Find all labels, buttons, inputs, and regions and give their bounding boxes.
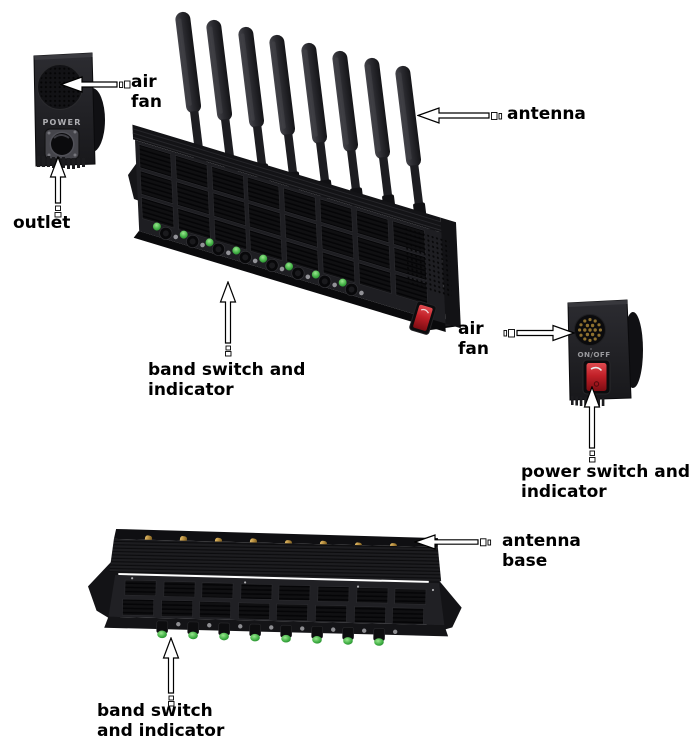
band-switch-knob <box>249 623 262 642</box>
bottom-edge <box>133 231 446 333</box>
panel-screw <box>590 348 592 350</box>
main-power-switch <box>409 300 437 335</box>
band-switch-knob <box>373 628 386 646</box>
label-line: indicator <box>148 380 234 400</box>
vent-grid-bottom <box>122 579 427 625</box>
right-unit-top-rim <box>568 300 628 307</box>
band-switch-knob <box>280 624 293 643</box>
band-switch-knob <box>218 622 231 641</box>
label-power-switch: power switch and indicator <box>521 462 690 502</box>
band-switch-cluster <box>205 238 231 256</box>
main-jammer-photo <box>128 11 461 335</box>
left-unit-top-rim <box>34 53 93 60</box>
air-fan-grille-right <box>574 314 606 346</box>
power-rocker-switch <box>582 359 611 395</box>
heatsink-band <box>109 538 442 582</box>
label-line: air <box>458 319 484 339</box>
box-glyphs <box>480 538 492 547</box>
band-switch-cluster <box>179 230 205 249</box>
arrow-to-power-switch <box>583 386 601 463</box>
band-switch-cluster <box>338 278 364 297</box>
main-body-faces <box>132 124 461 329</box>
label-outlet: outlet <box>13 213 70 233</box>
label-antenna: antenna <box>507 104 586 124</box>
label-band-switch-mid: band switch and indicator <box>148 360 305 400</box>
label-line: band switch and <box>148 360 306 380</box>
label-line: indicator <box>521 482 607 502</box>
box-glyphs <box>54 205 62 218</box>
band-switch-cluster <box>311 270 337 288</box>
band-switch-knob <box>156 620 169 639</box>
indicator-dots-row <box>176 621 398 635</box>
band-switch-knobs-row <box>156 620 386 646</box>
air-fan-grille-main-right <box>405 227 452 299</box>
air-fan-grille-left <box>37 64 83 110</box>
label-line: fan <box>458 339 489 359</box>
band-switch-knob <box>187 621 200 640</box>
right-fan-unit-photo: ON/OFF <box>567 299 643 407</box>
arrow-to-air-fan-right <box>503 324 575 342</box>
label-line: antenna <box>502 531 581 551</box>
band-switch-cluster <box>285 262 311 280</box>
arrow-to-antenna-base <box>414 534 492 550</box>
arrow-to-antenna <box>417 107 503 124</box>
label-line: outlet <box>13 213 71 233</box>
arrow-to-outlet <box>49 156 67 218</box>
label-line: antenna <box>507 104 586 124</box>
box-glyphs <box>225 345 232 357</box>
label-line: air <box>131 72 157 92</box>
power-outlet <box>44 128 80 160</box>
arrow-to-band-switch-bottom <box>162 637 180 707</box>
left-unit-heatsink-fins <box>37 156 85 169</box>
box-glyphs <box>589 450 596 463</box>
label-band-switch-bottom: band switch and indicator <box>97 701 224 741</box>
arrow-to-air-fan-left <box>60 76 131 93</box>
band-switch-cluster <box>152 222 179 240</box>
main-body <box>132 124 461 335</box>
label-air-fan-right: air fan <box>458 319 489 359</box>
label-antenna-base: antenna base <box>502 531 581 571</box>
label-line: fan <box>131 92 162 112</box>
band-switch-cluster <box>259 254 285 273</box>
onoff-marking: ON/OFF <box>577 350 610 359</box>
label-line: band switch <box>97 701 213 721</box>
box-glyphs <box>503 329 515 338</box>
power-marking: POWER <box>42 118 81 127</box>
band-switch-knob <box>342 627 355 645</box>
label-air-fan-left: air fan <box>131 72 162 112</box>
box-glyphs <box>168 695 175 707</box>
top-view-photo <box>87 528 462 646</box>
panel-screws <box>131 577 435 592</box>
arrow-to-band-switch-mid <box>219 281 237 357</box>
box-glyphs <box>119 80 131 89</box>
band-switches-row <box>152 222 364 297</box>
box-glyphs <box>491 112 503 120</box>
label-line: power switch and <box>521 462 691 482</box>
vent-grid <box>138 143 428 306</box>
label-line: and indicator <box>97 721 225 741</box>
label-line: base <box>502 551 548 571</box>
band-switch-cluster <box>232 246 258 264</box>
band-switch-knob <box>311 625 324 644</box>
